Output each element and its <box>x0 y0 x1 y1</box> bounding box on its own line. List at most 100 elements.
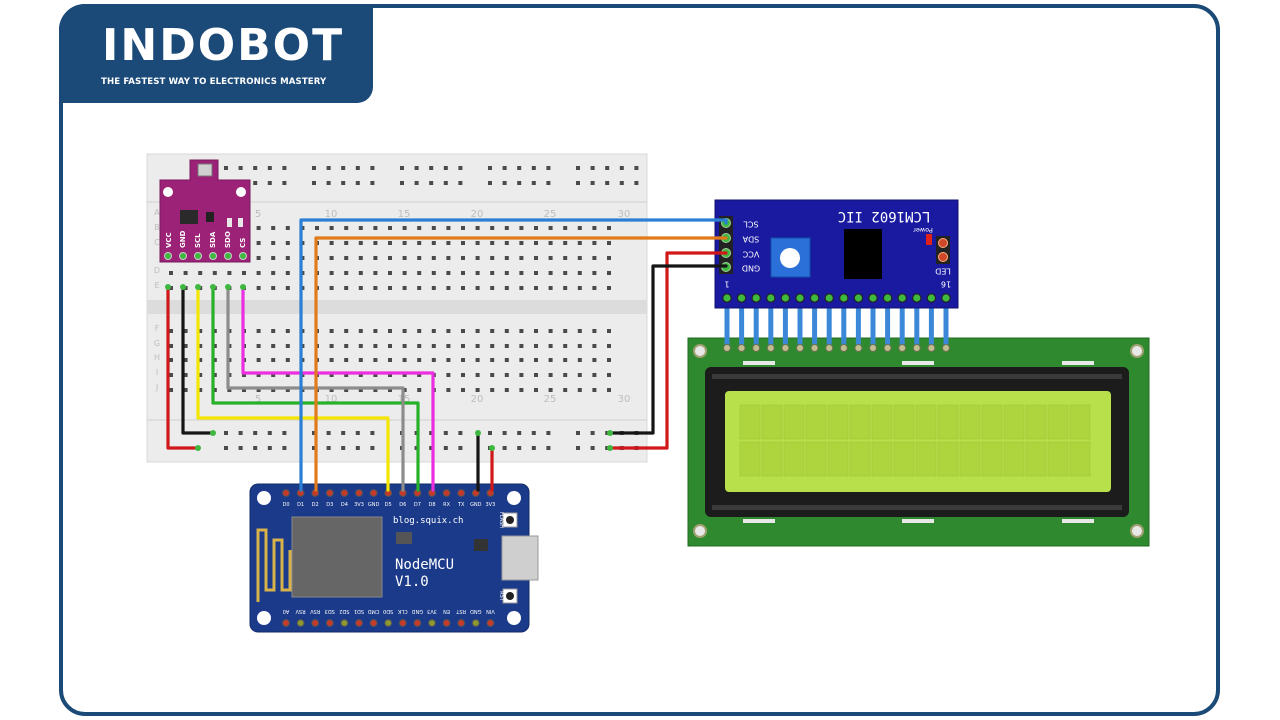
lcd-pin-leg <box>739 298 745 348</box>
breadboard-hole <box>256 241 261 245</box>
breadboard-hole <box>607 256 611 260</box>
usb-port <box>501 535 539 581</box>
power-rail-hole <box>326 181 331 185</box>
breadboard-hole <box>577 226 582 230</box>
breadboard-hole <box>446 271 451 275</box>
breadboard-hole <box>548 256 553 260</box>
row-letter-h: H <box>154 353 160 362</box>
breadboard-hole <box>373 226 378 230</box>
breadboard-holes <box>169 166 639 450</box>
breadboard-hole <box>344 226 349 230</box>
breadboard-hole <box>183 358 188 362</box>
breadboard-hole <box>329 388 334 392</box>
power-rail-hole <box>253 431 258 435</box>
sensor-pin <box>164 252 172 260</box>
nodemcu-bottom-pin <box>369 619 378 627</box>
nodemcu-top-pin-label: GND <box>470 502 482 508</box>
breadboard-hole <box>534 388 538 392</box>
breadboard-hole <box>607 271 611 275</box>
mount-hole <box>507 491 521 505</box>
sensor-pin <box>179 252 187 260</box>
power-rail-hole <box>355 166 360 170</box>
lcd-pin-leg <box>797 298 803 348</box>
power-rail-hole <box>414 181 419 185</box>
lcd-pin-leg <box>885 298 891 348</box>
wire-black-sensor-gnd <box>181 285 215 435</box>
power-rail-hole <box>341 166 346 170</box>
breadboard-hole <box>271 256 276 260</box>
lcd-pin-pad <box>781 344 790 352</box>
nodemcu-top-pin-label: D3 <box>326 502 333 508</box>
lcd-16x2-display <box>687 298 1150 547</box>
breadboard-hole <box>271 358 276 362</box>
breadboard-hole <box>504 226 509 230</box>
breadboard-hole <box>417 241 422 245</box>
lcd-char-cell <box>959 441 981 477</box>
breadboard-hole <box>285 271 290 275</box>
power-rail-hole <box>370 181 375 185</box>
lcd-char-cell <box>827 441 849 477</box>
breadboard-hole <box>373 271 378 275</box>
lcd-pin-leg <box>914 298 920 348</box>
regulator-chip <box>180 210 198 224</box>
power-rail-hole <box>370 446 375 450</box>
breadboard-hole <box>285 329 290 333</box>
nodemcu-bottom-pin <box>340 619 349 627</box>
power-rail-hole <box>355 446 360 450</box>
breadboard-hole <box>183 271 188 275</box>
breadboard-hole <box>519 271 524 275</box>
nodemcu-bottom-pin <box>413 619 422 627</box>
breadboard-hole <box>271 329 276 333</box>
breadboard-hole <box>358 344 363 348</box>
lcd-char-cell <box>959 404 981 440</box>
lcd-pin-leg <box>782 298 788 348</box>
nodemcu-top-pin-label: TX <box>457 502 465 508</box>
breadboard-hole <box>285 256 290 260</box>
power-rail-hole <box>619 166 624 170</box>
breadboard-hole <box>490 226 495 230</box>
breadboard-hole <box>490 271 495 275</box>
breadboard-hole <box>592 358 597 362</box>
lcd-char-cell <box>981 441 1003 477</box>
potentiometer-knob <box>780 248 800 268</box>
breadboard-hole <box>490 344 495 348</box>
i2c-connector-pin <box>751 293 761 303</box>
power-rail-hole <box>590 431 595 435</box>
i2c-connector-pin <box>765 293 776 303</box>
breadboard-hole <box>563 286 568 290</box>
breadboard-hole <box>504 329 509 333</box>
power-rail-hole <box>326 446 331 450</box>
power-rail-hole <box>224 166 228 170</box>
nodemcu-bottom-pin-label: CLK <box>397 608 407 614</box>
mount-hole <box>693 344 707 358</box>
breadboard-hole <box>388 329 392 333</box>
breadboard-hole <box>358 329 363 333</box>
breadboard-hole <box>329 271 334 275</box>
breadboard-hole <box>329 329 334 333</box>
breadboard-hole <box>461 286 465 290</box>
sensor-pin-label-cs: CS <box>239 238 247 248</box>
power-rail-hole <box>488 181 492 185</box>
lcd-pin-leg <box>812 298 818 348</box>
breadboard-hole <box>519 388 524 392</box>
breadboard-hole <box>271 226 276 230</box>
breadboard-hole <box>212 344 217 348</box>
breadboard-hole <box>577 373 582 377</box>
lcd-pin-header <box>723 298 950 352</box>
power-rail-hole <box>458 166 463 170</box>
breadboard-hole <box>548 329 553 333</box>
power-rail-hole <box>443 431 448 435</box>
breadboard-hole <box>577 358 582 362</box>
power-rail-hole <box>341 181 346 185</box>
nodemcu-top-pin-label: 3V3 <box>354 502 364 508</box>
breadboard-hole <box>461 344 465 348</box>
nodemcu-version: V1.0 <box>395 574 429 590</box>
row-letter-i: I <box>156 368 158 377</box>
i2c-connector-pin <box>911 293 922 303</box>
i2c-connector-pin <box>838 293 849 303</box>
breadboard-hole <box>198 388 203 392</box>
breadboard-hole <box>592 286 597 290</box>
breadboard-hole <box>329 241 334 245</box>
breadboard-hole <box>431 344 436 348</box>
